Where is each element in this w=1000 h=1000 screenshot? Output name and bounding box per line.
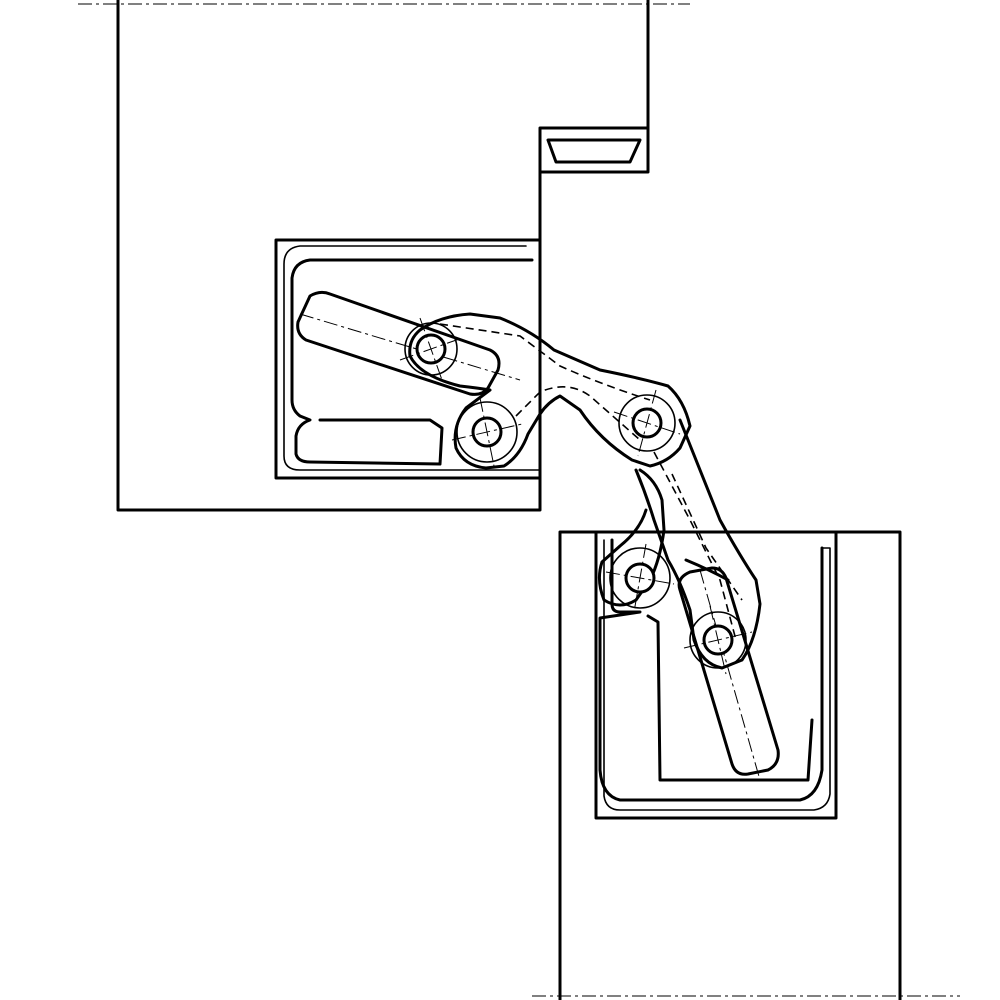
- lower-slide-arm: [677, 566, 780, 781]
- pivot-pin-4: [605, 543, 675, 613]
- pivot-pins: [399, 317, 753, 675]
- frame-break-lines: [78, 3, 960, 997]
- pivot-pin-3: [613, 389, 681, 457]
- lower-crank-link: [597, 418, 762, 670]
- pivot-pin-1: [399, 317, 463, 381]
- pivot-pin-5: [683, 605, 753, 675]
- upper-housing: [274, 238, 542, 480]
- pivot-pin-2: [451, 397, 523, 467]
- upper-slide-arm: [296, 290, 521, 396]
- upper-frame: [116, 0, 650, 512]
- lower-housing: [594, 530, 838, 820]
- lower-door: [558, 530, 902, 1000]
- upper-crank-link: [408, 312, 692, 470]
